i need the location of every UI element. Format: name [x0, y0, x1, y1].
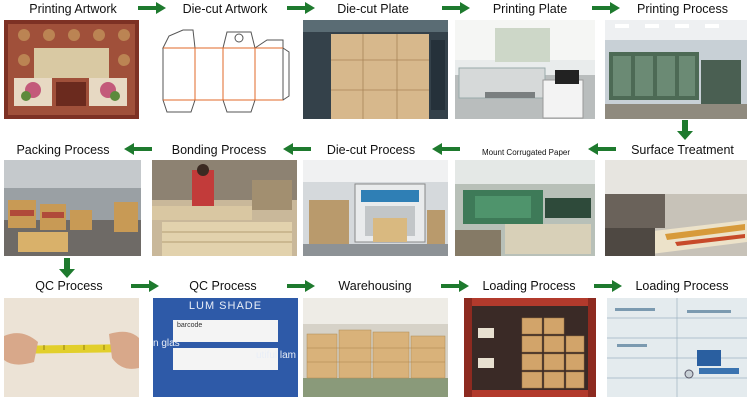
die-cut-process-photo: [303, 160, 448, 256]
flow-arrow-left-icon: [432, 143, 460, 155]
step-label-die-cut-process: Die-cut Process: [308, 143, 434, 157]
step-label-loading-process-1: Loading Process: [464, 279, 594, 293]
printing-plate-photo: [455, 20, 595, 119]
step-label-die-cut-artwork: Die-cut Artwork: [160, 2, 290, 16]
flow-arrow-right-icon: [594, 280, 622, 292]
qc-glass-text: n glas: [153, 338, 180, 349]
flow-arrow-right-icon: [441, 280, 469, 292]
step-label-bonding-process: Bonding Process: [154, 143, 284, 157]
flow-arrow-right-icon: [131, 280, 159, 292]
packing-process-photo: [4, 160, 141, 256]
flow-arrow-right-icon: [592, 2, 620, 14]
die-cut-plate-photo: [303, 20, 448, 119]
bonding-process-photo: [152, 160, 297, 256]
die-cut-artwork-drawing: [155, 20, 295, 119]
step-label-die-cut-plate: Die-cut Plate: [308, 2, 438, 16]
step-label-mount-corrugated-paper: Mount Corrugated Paper: [462, 146, 590, 160]
step-label-packing-process: Packing Process: [0, 143, 126, 157]
qc-sticker-text: barcode: [173, 320, 278, 331]
qc-shade-text: LUM SHADE: [153, 300, 298, 312]
step-label-loading-process-2: Loading Process: [617, 279, 747, 293]
qc-measure-photo: [4, 298, 139, 397]
flow-arrow-down-icon: [677, 120, 693, 140]
flow-arrow-left-icon: [283, 143, 311, 155]
flow-arrow-right-icon: [287, 280, 315, 292]
flow-arrow-right-icon: [442, 2, 470, 14]
qc-label-photo: LUM SHADE barcode n glas utiful lam: [153, 298, 298, 397]
step-label-warehousing: Warehousing: [310, 279, 440, 293]
step-label-qc-process-2: QC Process: [158, 279, 288, 293]
printing-artwork-photo: [4, 20, 139, 119]
step-label-printing-plate: Printing Plate: [465, 2, 595, 16]
step-label-qc-process-1: QC Process: [4, 279, 134, 293]
flow-arrow-left-icon: [124, 143, 152, 155]
loading-seal-photo: [607, 298, 747, 397]
surface-treatment-photo: [605, 160, 747, 256]
flow-arrow-left-icon: [588, 143, 616, 155]
loading-container-photo: [464, 298, 596, 397]
flow-arrow-right-icon: [287, 2, 315, 14]
qc-sticker: barcode: [173, 320, 278, 342]
qc-beautiful-text: utiful lam: [256, 350, 296, 361]
mount-corrugated-paper-photo: [455, 160, 595, 256]
step-label-printing-process: Printing Process: [615, 2, 750, 16]
printing-process-photo: [605, 20, 747, 119]
flow-arrow-right-icon: [138, 2, 166, 14]
step-label-surface-treatment: Surface Treatment: [615, 143, 750, 157]
flow-arrow-down-icon: [59, 258, 75, 278]
warehousing-photo: [303, 298, 448, 397]
step-label-printing-artwork: Printing Artwork: [8, 2, 138, 16]
